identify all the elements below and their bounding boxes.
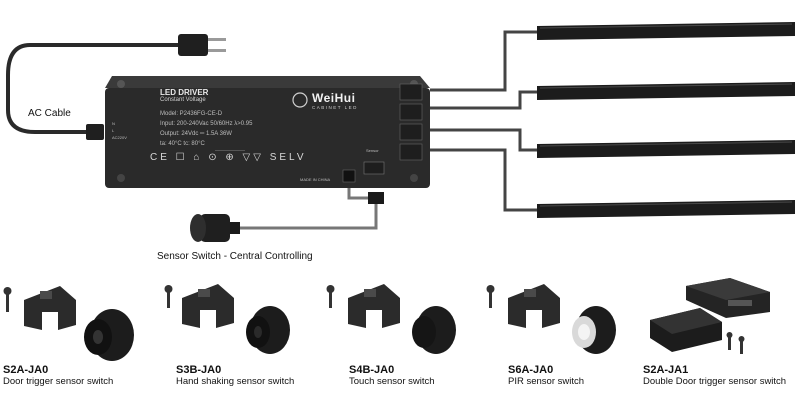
product-name: Door trigger sensor switch [3, 376, 114, 387]
driver-title: LED DRIVER [160, 88, 209, 97]
product-name: PIR sensor switch [508, 376, 585, 387]
driver-label-panel: LED DRIVER Constant Voltage Model: P2436… [160, 88, 252, 149]
product-s6a-ja0-image [486, 284, 616, 354]
sensor-port-label: Sensor [366, 148, 379, 153]
driver-temps: ta: 40°C tc: 80°C [160, 141, 205, 147]
driver-input: Input: 200-240Vac 50/60Hz λ>0.95 [160, 121, 253, 127]
sensor-switch-label: Sensor Switch - Central Controlling [157, 251, 313, 262]
brand-logo: WeiHui [312, 91, 356, 105]
ac-cable-label: AC Cable [28, 108, 71, 119]
driver-output: Output: 24Vdc ═ 1.5A 36W [160, 131, 232, 137]
product-s2a-ja1-image [650, 278, 770, 354]
product-code: S4B-JA0 [349, 364, 395, 376]
led-light-bars [430, 22, 795, 218]
side-mark-l: L [112, 128, 115, 133]
product-caption-3: S4B-JA0 Touch sensor switch [349, 364, 435, 387]
made-in-label: MADE IN CHINA [300, 177, 331, 182]
product-code: S3B-JA0 [176, 364, 222, 376]
product-s3b-ja0-image [164, 284, 290, 354]
driver-brand: WeiHui CABINET LED [312, 91, 358, 110]
driver-side-marks: N L AC220V [112, 120, 127, 141]
side-mark-ac: AC220V [112, 135, 127, 140]
led-driver-housing [105, 76, 430, 188]
product-name: Double Door trigger sensor switch [643, 376, 787, 387]
product-s4b-ja0-image [326, 284, 456, 354]
product-name: Touch sensor switch [349, 376, 435, 387]
product-s2a-ja0-image [3, 286, 134, 361]
product-code: S2A-JA0 [3, 364, 49, 376]
sensor-switch-cable [190, 188, 384, 242]
driver-model: Model: P2436FG-CE-D [160, 111, 223, 117]
product-caption-2: S3B-JA0 Hand shaking sensor switch [176, 364, 294, 387]
product-code: S6A-JA0 [508, 364, 554, 376]
certification-marks: CE ☐ ⌂ ⊙ ⊕ ▽▽ SELV [150, 152, 307, 163]
driver-subtitle: Constant Voltage [160, 97, 206, 103]
product-caption-4: S6A-JA0 PIR sensor switch [508, 364, 584, 387]
product-caption-5: S2A-JA1 Double Door trigger sensor switc… [643, 364, 786, 387]
product-code: S2A-JA1 [643, 364, 689, 376]
product-caption-1: S2A-JA0 Door trigger sensor switch [3, 364, 113, 387]
brand-subtitle: CABINET LED [312, 105, 358, 110]
side-mark-n: N [112, 121, 115, 126]
product-name: Hand shaking sensor switch [176, 376, 295, 387]
ac-cable [6, 34, 226, 140]
